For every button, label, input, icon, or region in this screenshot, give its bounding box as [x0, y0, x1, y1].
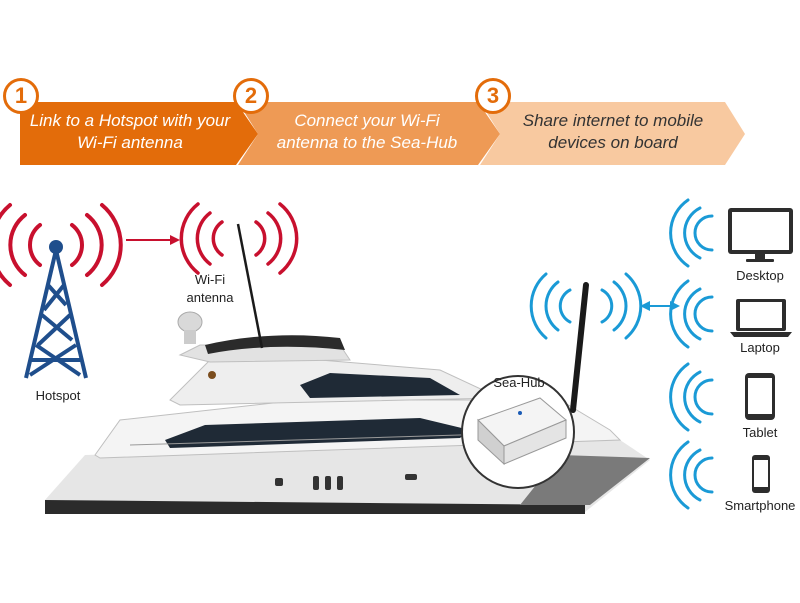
antenna-signal-icon	[179, 202, 299, 275]
step-2-number: 2	[233, 78, 269, 114]
desktop-signal-icon	[669, 198, 714, 268]
step-1-banner	[20, 102, 258, 165]
smartphone-label: Smartphone	[724, 498, 796, 513]
tablet-icon	[745, 373, 775, 420]
step-3-text: Share internet to mobile devices on boar…	[522, 111, 704, 152]
hotspot-label: Hotspot	[35, 388, 81, 403]
sea-hub-label: Sea-Hub	[493, 375, 545, 390]
sea-hub-signal-icon	[529, 272, 643, 340]
hotspot-to-antenna-arrow	[126, 235, 180, 245]
wifi-antenna-icon	[236, 223, 264, 349]
desktop-label: Desktop	[736, 268, 784, 283]
step-3-number: 3	[475, 78, 511, 114]
hub-devices-arrow	[640, 301, 680, 311]
hotspot-tower-icon	[24, 240, 88, 379]
tablet-signal-icon	[669, 362, 714, 432]
hotspot-signal-icon	[0, 203, 123, 287]
laptop-signal-icon	[669, 279, 714, 349]
wifi-antenna-label: Wi-Fi antenna	[186, 272, 234, 305]
sea-hub-device-icon	[461, 282, 589, 489]
step-2-text: Connect your Wi-Fi antenna to the Sea-Hu…	[276, 111, 458, 152]
smartphone-signal-icon	[669, 440, 714, 510]
tablet-label: Tablet	[742, 425, 778, 440]
step-1-number: 1	[3, 78, 39, 114]
laptop-icon	[730, 299, 792, 337]
laptop-label: Laptop	[740, 340, 780, 355]
step-2-banner	[238, 102, 500, 165]
step-3-banner	[480, 102, 745, 165]
desktop-icon	[728, 208, 793, 262]
smartphone-icon	[752, 455, 770, 493]
step-1-text: Link to a Hotspot with your Wi-Fi antenn…	[29, 111, 231, 152]
